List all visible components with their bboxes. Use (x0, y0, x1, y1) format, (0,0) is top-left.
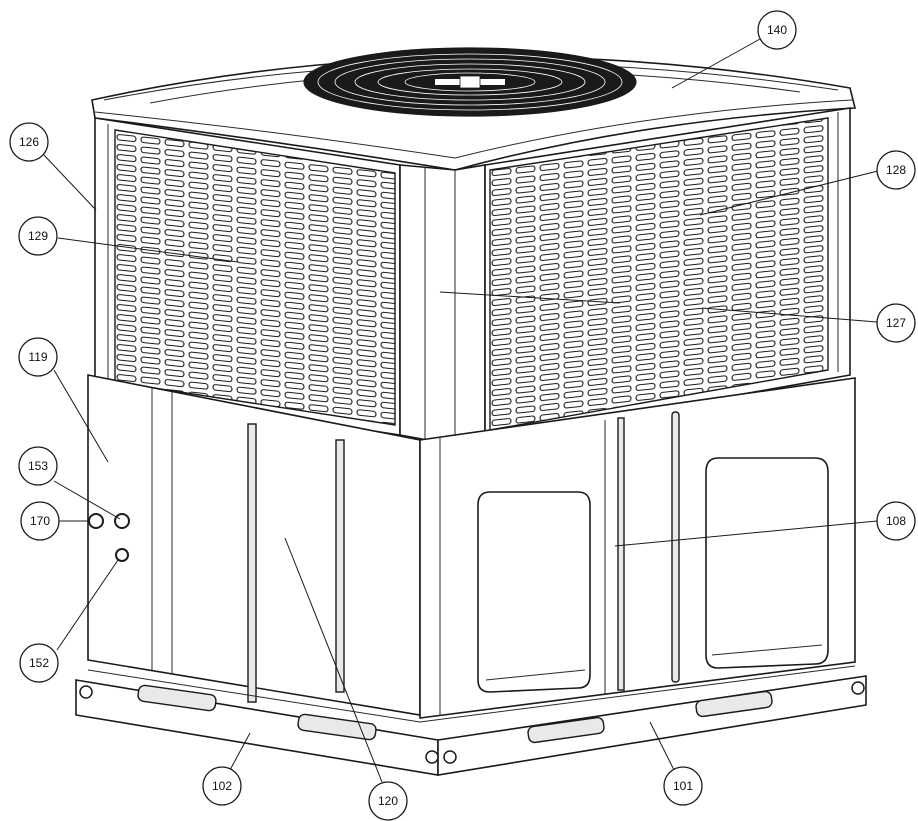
callout-label: 119 (28, 350, 47, 364)
callout-label: 129 (28, 229, 48, 243)
callout-101: 101 (663, 766, 703, 806)
callout-label: 108 (886, 514, 906, 528)
leader-lines (42, 38, 879, 783)
callout-170: 170 (20, 501, 60, 541)
callout-label: 101 (673, 779, 693, 793)
callout-140: 140 (757, 10, 797, 50)
callout-label: 140 (767, 23, 787, 37)
callout-label: 152 (29, 656, 49, 670)
callout-label: 120 (378, 794, 398, 808)
callout-label: 126 (19, 135, 39, 149)
callout-label: 170 (30, 514, 50, 528)
callout-102: 102 (202, 766, 242, 806)
callout-127: 127 (876, 303, 916, 343)
callout-153: 153 (18, 446, 58, 486)
callout-152: 152 (19, 643, 59, 683)
corner-post (399, 164, 486, 446)
callout-119: 119 (18, 337, 58, 377)
callout-129: 129 (18, 216, 58, 256)
callout-120: 120 (368, 781, 408, 821)
callout-label: 128 (886, 163, 906, 177)
callout-126: 126 (9, 122, 49, 162)
fan-grille (303, 47, 637, 117)
callout-128: 128 (876, 150, 916, 190)
callout-label: 153 (28, 459, 48, 473)
right-lower-panel (419, 377, 856, 719)
callout-label: 102 (212, 779, 232, 793)
callout-label: 127 (886, 316, 906, 330)
callout-108: 108 (876, 501, 916, 541)
right-coil-guard (484, 107, 851, 441)
